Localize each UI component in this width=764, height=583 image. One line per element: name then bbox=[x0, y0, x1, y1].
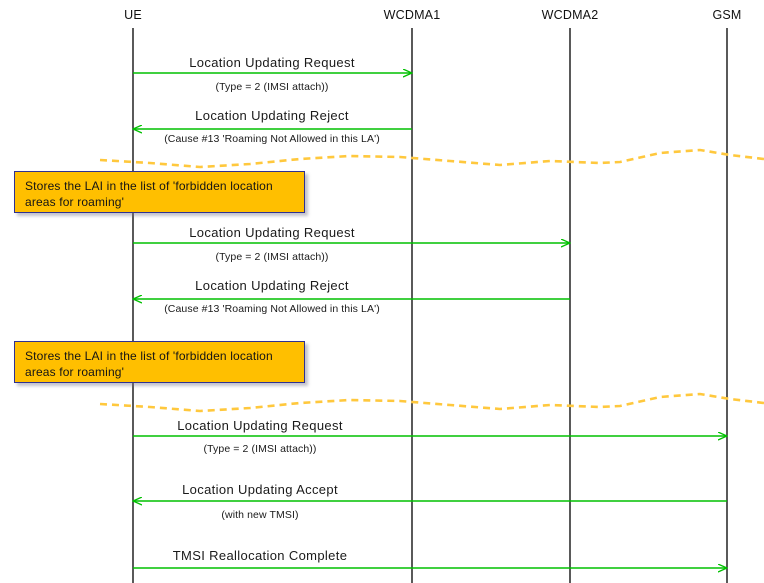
note-line-2: areas for roaming' bbox=[25, 195, 125, 209]
message-label-m7: TMSI Reallocation Complete bbox=[172, 548, 348, 563]
note-line-1: Stores the LAI in the list of 'forbidden… bbox=[25, 179, 273, 193]
message-label-m5: Location Updating Request bbox=[177, 418, 343, 433]
wave-separators-group bbox=[99, 148, 764, 413]
message-label-m4: Location Updating Reject bbox=[195, 278, 349, 293]
note-line-2: areas for roaming' bbox=[25, 365, 125, 379]
note-box-note1: Stores the LAI in the list of 'forbidden… bbox=[14, 171, 305, 213]
note-box-note2: Stores the LAI in the list of 'forbidden… bbox=[14, 341, 305, 383]
wave-separator-wave1 bbox=[99, 148, 764, 169]
message-label-m6: Location Updating Accept bbox=[182, 482, 338, 497]
message-sublabel-m1: (Type = 2 (IMSI attach)) bbox=[215, 81, 329, 93]
message-sublabel-m6: (with new TMSI) bbox=[221, 509, 299, 521]
message-sublabel-m3: (Type = 2 (IMSI attach)) bbox=[215, 251, 329, 263]
wave-separator-wave2 bbox=[99, 392, 764, 413]
note-line-1: Stores the LAI in the list of 'forbidden… bbox=[25, 349, 273, 363]
message-label-m2: Location Updating Reject bbox=[195, 108, 349, 123]
lifeline-label-gsm: GSM bbox=[712, 8, 742, 22]
message-label-m3: Location Updating Request bbox=[189, 225, 355, 240]
message-arrows-group bbox=[133, 73, 727, 568]
lifeline-label-ue: UE bbox=[124, 8, 142, 22]
lifelines-group bbox=[132, 28, 728, 583]
lifeline-label-wcdma1: WCDMA1 bbox=[383, 8, 441, 22]
message-sublabel-m4: (Cause #13 'Roaming Not Allowed in this … bbox=[164, 303, 380, 315]
message-sublabel-m2: (Cause #13 'Roaming Not Allowed in this … bbox=[164, 133, 380, 145]
message-sublabel-m5: (Type = 2 (IMSI attach)) bbox=[203, 443, 317, 455]
lifeline-label-wcdma2: WCDMA2 bbox=[541, 8, 599, 22]
message-label-m1: Location Updating Request bbox=[189, 55, 355, 70]
